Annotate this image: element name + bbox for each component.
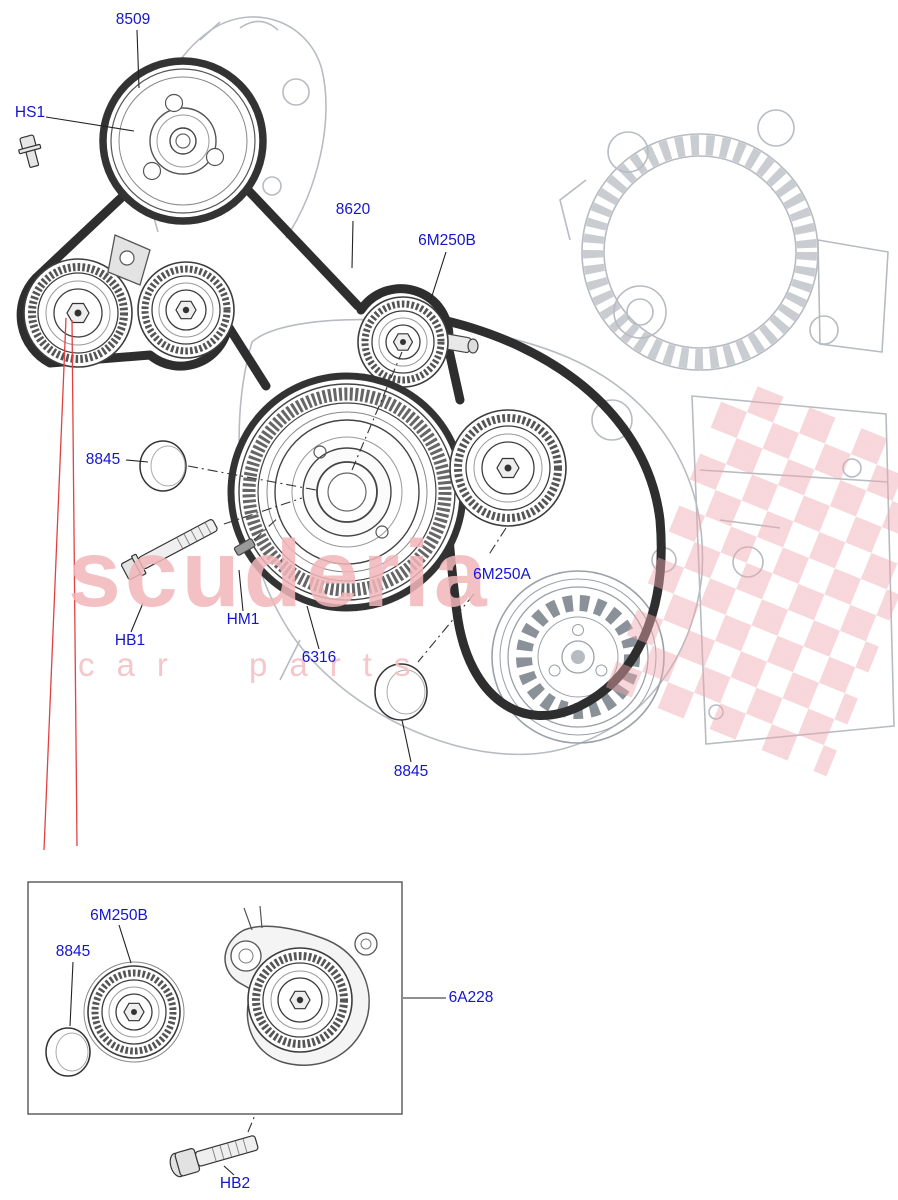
part-label-hm1[interactable]: HM1 bbox=[226, 611, 260, 628]
part-label-6m250b[interactable]: 6M250B bbox=[418, 232, 476, 249]
part-label-hb2[interactable]: HB2 bbox=[219, 1175, 251, 1192]
part-label-inset-8845[interactable]: 8845 bbox=[55, 943, 91, 960]
part-label-6m250a[interactable]: 6M250A bbox=[473, 566, 531, 583]
crank-pulley-6316 bbox=[227, 372, 467, 612]
part-label-8845-top[interactable]: 8845 bbox=[85, 451, 121, 468]
tensioner-pulley-left bbox=[23, 258, 133, 368]
cap-8845-top bbox=[139, 440, 187, 492]
bolt-HB2 bbox=[169, 1135, 259, 1178]
tensioner-pulley-right bbox=[137, 261, 235, 359]
part-label-8509[interactable]: 8509 bbox=[115, 11, 151, 28]
part-label-hb1[interactable]: HB1 bbox=[114, 632, 146, 649]
pin-HM1 bbox=[233, 538, 256, 556]
part-label-8845-mid[interactable]: 8845 bbox=[393, 763, 429, 780]
inset-pulley-6M250B bbox=[83, 961, 185, 1063]
alternator-outline bbox=[559, 109, 889, 371]
cap-8845-bottom bbox=[374, 663, 428, 721]
part-label-inset-6m250b[interactable]: 6M250B bbox=[90, 907, 148, 924]
leader-lines bbox=[45, 29, 447, 1176]
part-label-8620[interactable]: 8620 bbox=[335, 201, 371, 218]
part-label-6316[interactable]: 6316 bbox=[301, 649, 337, 666]
engine-right-outline bbox=[691, 395, 895, 745]
red-reference-lines bbox=[43, 317, 78, 851]
inset-tensioner-6A228 bbox=[224, 905, 378, 1066]
pulley-8509 bbox=[99, 57, 267, 225]
part-label-hs1[interactable]: HS1 bbox=[14, 104, 46, 121]
inset-cap-8845 bbox=[45, 1027, 91, 1077]
drive-belt bbox=[16, 183, 666, 720]
bolt-HB1 bbox=[120, 519, 218, 581]
part-label-6a228[interactable]: 6A228 bbox=[448, 989, 494, 1006]
idler-pulley-6M250B bbox=[357, 296, 479, 388]
bolt-HS1 bbox=[18, 134, 42, 168]
idler-pulley-6M250A bbox=[449, 409, 567, 527]
tensioner-arm bbox=[107, 234, 151, 286]
